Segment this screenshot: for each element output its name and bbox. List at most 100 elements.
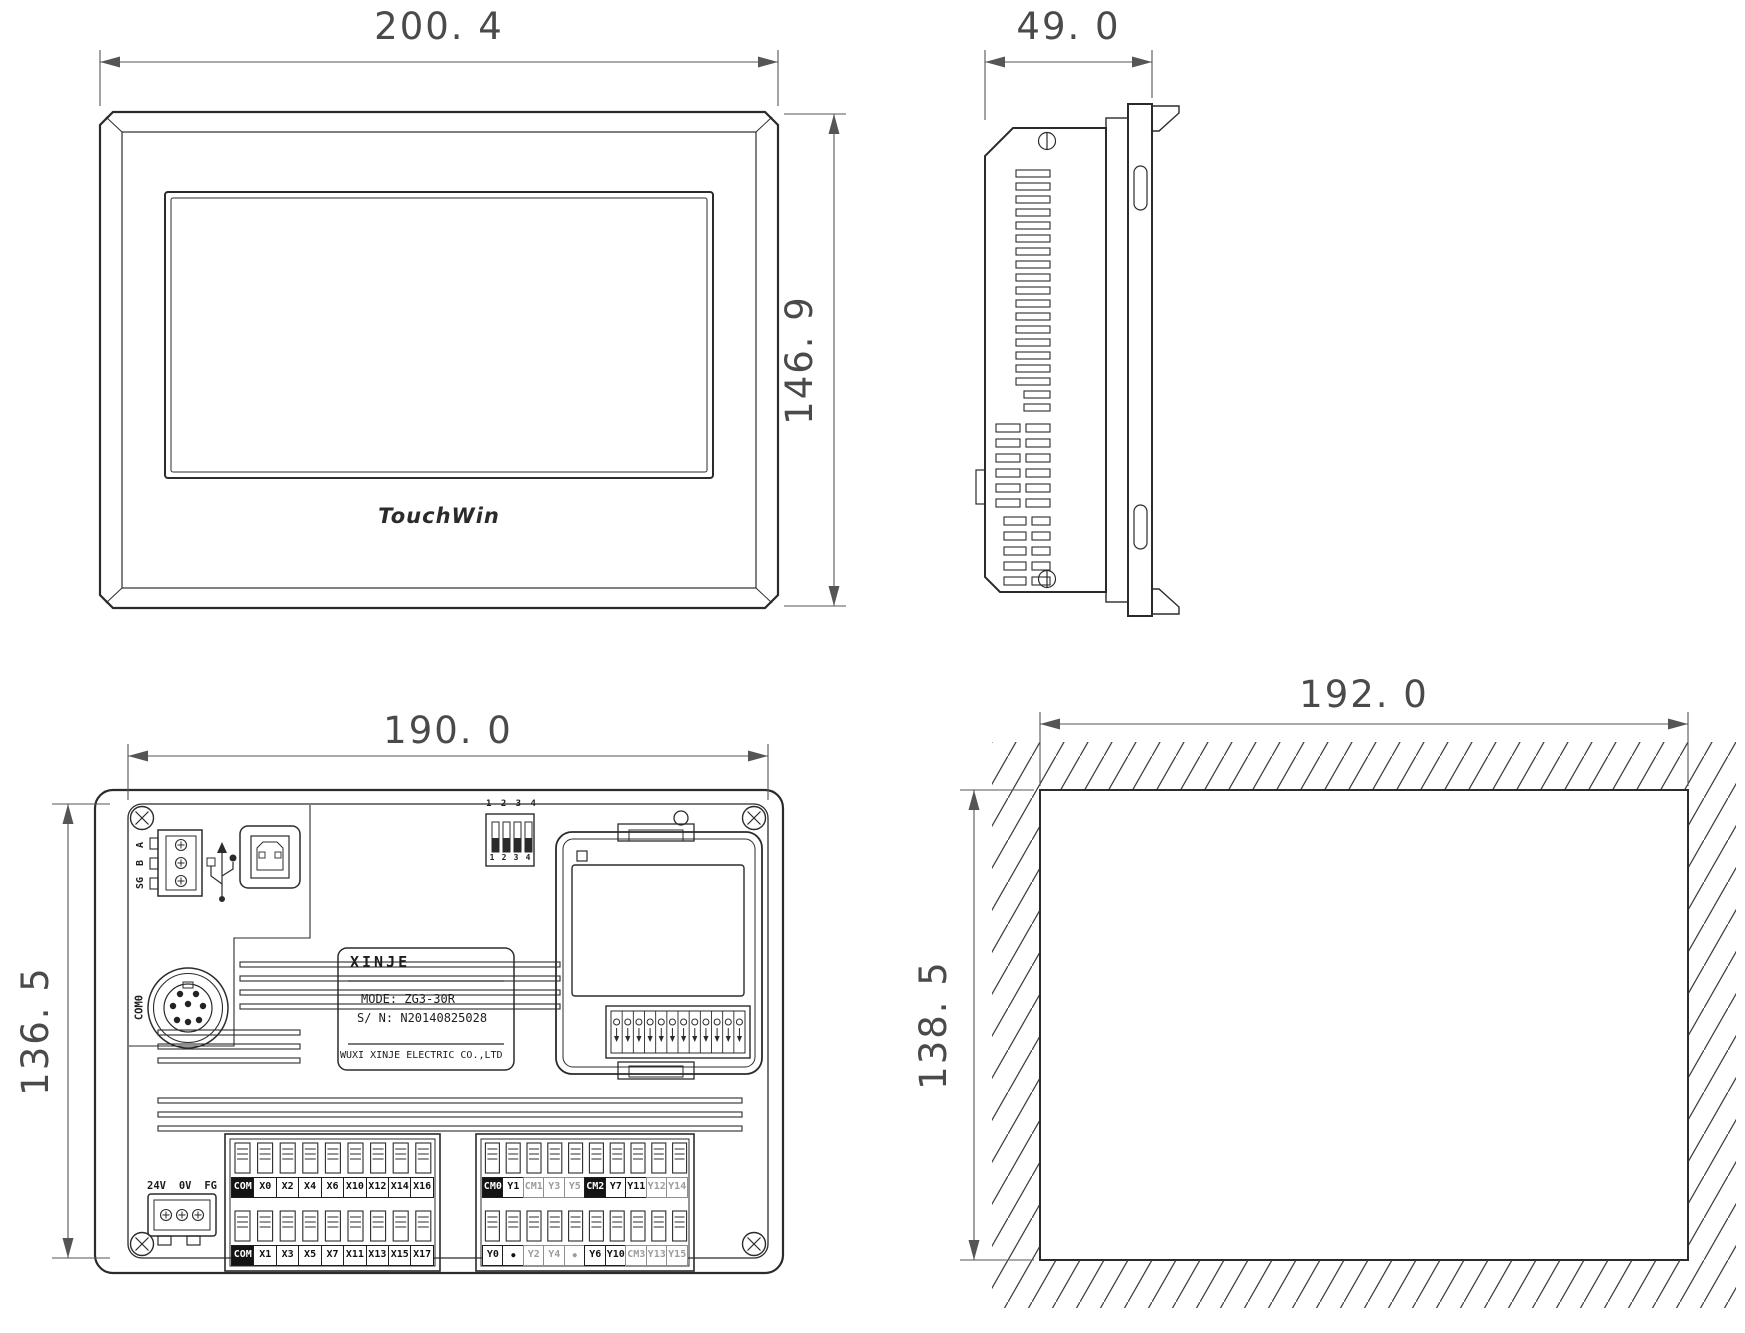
- mounting-clip-bottom: [1151, 588, 1180, 615]
- rs485-label-sg: SG: [135, 876, 146, 890]
- expansion-pins: [613, 1011, 743, 1053]
- terminal-label: Y11: [625, 1177, 648, 1198]
- terminal-label: Y12: [645, 1177, 668, 1198]
- terminal-label: CM3: [625, 1245, 648, 1266]
- terminal-label: CM0: [482, 1177, 504, 1198]
- side-screw-top: [1037, 131, 1057, 151]
- nameplate-model: MODE: ZG3-30R: [361, 992, 455, 1006]
- terminal-label: CM1: [522, 1177, 545, 1198]
- screen-outer: [164, 191, 714, 479]
- screen-inner: [170, 197, 708, 473]
- back-width-dimension: 190. 0: [383, 709, 513, 752]
- terminal-label: COM: [231, 1245, 255, 1266]
- usb-icon: [206, 842, 237, 902]
- terminal-label: X14: [387, 1177, 412, 1198]
- terminal-label: X15: [387, 1245, 412, 1266]
- cutout-width-dimension: 192. 0: [1299, 673, 1429, 716]
- mounting-clip-top: [1151, 105, 1180, 132]
- terminal-label: X10: [343, 1177, 367, 1198]
- front-view: [98, 110, 780, 610]
- terminal-label: X5: [298, 1245, 322, 1266]
- cutout-view: [992, 742, 1736, 1308]
- rs485-connector: [149, 829, 203, 897]
- list-label: 2: [501, 853, 507, 862]
- cutout-dimensions: [960, 712, 1689, 1261]
- cutout-height-dimension: 138. 5: [912, 960, 955, 1090]
- terminal-label: ●: [563, 1245, 586, 1266]
- terminal-label: Y13: [645, 1245, 668, 1266]
- side-body: [984, 127, 1107, 593]
- vent-slots: [995, 169, 1051, 586]
- terminal-label: CM2: [584, 1177, 607, 1198]
- expansion-pin-header: [605, 1005, 751, 1059]
- corner-screws: [129, 805, 767, 1257]
- side-notch: [975, 469, 986, 505]
- back-vents: [157, 961, 743, 1132]
- terminal-label: X17: [410, 1245, 434, 1266]
- dip-switch-top-label: 1 2 3 4: [486, 799, 538, 809]
- terminal-label: X7: [320, 1245, 345, 1266]
- terminal-label: X3: [275, 1245, 300, 1266]
- x-screw-terminals: [234, 1142, 432, 1242]
- terminal-label: X6: [320, 1177, 345, 1198]
- list-label: FG: [204, 1180, 217, 1192]
- dip-switch: [485, 813, 535, 867]
- terminal-label: ●: [502, 1245, 525, 1266]
- side-front-bezel: [1127, 103, 1153, 617]
- front-bezel-inner: [121, 131, 757, 589]
- terminal-label: Y14: [666, 1177, 689, 1198]
- list-label: 3: [513, 853, 519, 862]
- hole: [673, 810, 689, 826]
- terminal-label: X12: [365, 1177, 390, 1198]
- touchwin-logo: TouchWin: [378, 504, 500, 528]
- nameplate-frame: [337, 947, 515, 1071]
- hatched-panel: [992, 742, 1736, 1308]
- terminal-label: Y1: [502, 1177, 525, 1198]
- nameplate-brand: XINJE: [350, 953, 411, 971]
- terminal-label: X13: [365, 1245, 390, 1266]
- power-connector: [147, 1193, 217, 1246]
- com0-label: COM0: [133, 994, 146, 1021]
- terminal-label: Y10: [604, 1245, 627, 1266]
- side-view: [975, 103, 1180, 617]
- back-inner-shell: [127, 803, 769, 1259]
- back-outer-shell: [93, 788, 785, 1275]
- side-bezel-lip: [1105, 117, 1129, 603]
- back-height-dimension: 136. 5: [14, 966, 57, 1096]
- bezel-slot-bottom: [1133, 504, 1148, 550]
- terminal-label: X2: [275, 1177, 300, 1198]
- front-width-dimension: 200. 4: [374, 5, 504, 48]
- terminal-label: Y4: [543, 1245, 566, 1266]
- list-label: 24V: [147, 1180, 166, 1192]
- terminal-label: X16: [410, 1177, 434, 1198]
- terminal-label: Y2: [522, 1245, 545, 1266]
- front-height-dimension: 146. 9: [778, 295, 821, 425]
- terminal-label: COM: [231, 1177, 255, 1198]
- com0-connector: [147, 967, 229, 1049]
- x-terminal-block: [224, 1133, 441, 1272]
- terminal-label: X0: [253, 1177, 278, 1198]
- y-screw-terminals: [484, 1142, 688, 1242]
- expansion-cover: [555, 810, 763, 1080]
- back-dimensions: [52, 744, 769, 1259]
- com0-pins: [169, 990, 207, 1026]
- list-label: 1: [489, 853, 495, 862]
- nameplate-company: WUXI XINJE ELECTRIC CO.,LTD: [340, 1050, 503, 1061]
- back-view: [93, 788, 785, 1275]
- y-terminal-block: [475, 1133, 695, 1272]
- terminal-label: X1: [253, 1245, 278, 1266]
- side-width-dimension: 49. 0: [1016, 5, 1121, 48]
- nameplate-serial: S/ N: N20140825028: [357, 1011, 488, 1025]
- terminal-label: Y5: [563, 1177, 586, 1198]
- square-hole: [576, 850, 588, 862]
- connector-recess-outline: [129, 805, 311, 1047]
- terminal-label: Y3: [543, 1177, 566, 1198]
- cover-lid: [571, 864, 745, 997]
